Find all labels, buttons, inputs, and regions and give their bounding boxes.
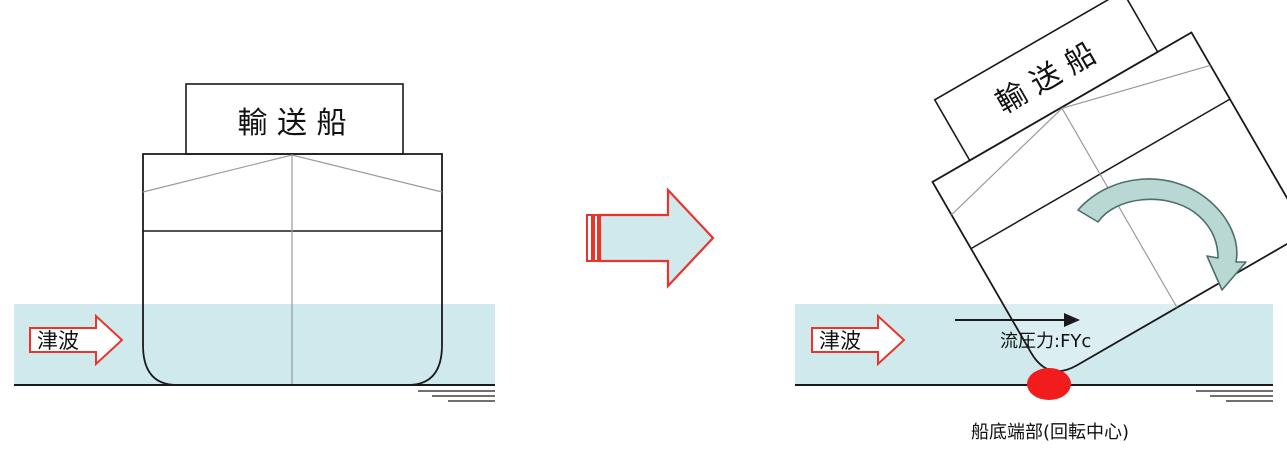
force-label: 流圧力:FYc — [1000, 331, 1091, 352]
arrow-tail-stripe-1 — [587, 215, 592, 261]
left-ground-hatch — [418, 391, 495, 401]
right-wave-label: 津波 — [819, 329, 861, 353]
left-panel: 輸 送 船 津波 — [14, 84, 495, 401]
right-arrow-icon — [600, 190, 713, 286]
arrow-tail-stripe-2 — [594, 215, 598, 261]
pivot-label: 船底端部(回転中心) — [971, 422, 1129, 443]
left-cabin-label: 輸 送 船 — [237, 106, 346, 141]
right-panel: 輸 送 船 津波 流圧力:FYc 船底端部(回転中心) — [795, 0, 1287, 443]
transition-arrow — [587, 190, 713, 286]
pivot-point — [1027, 368, 1071, 400]
left-wave-label: 津波 — [37, 329, 79, 353]
right-ground-hatch — [1196, 391, 1273, 401]
